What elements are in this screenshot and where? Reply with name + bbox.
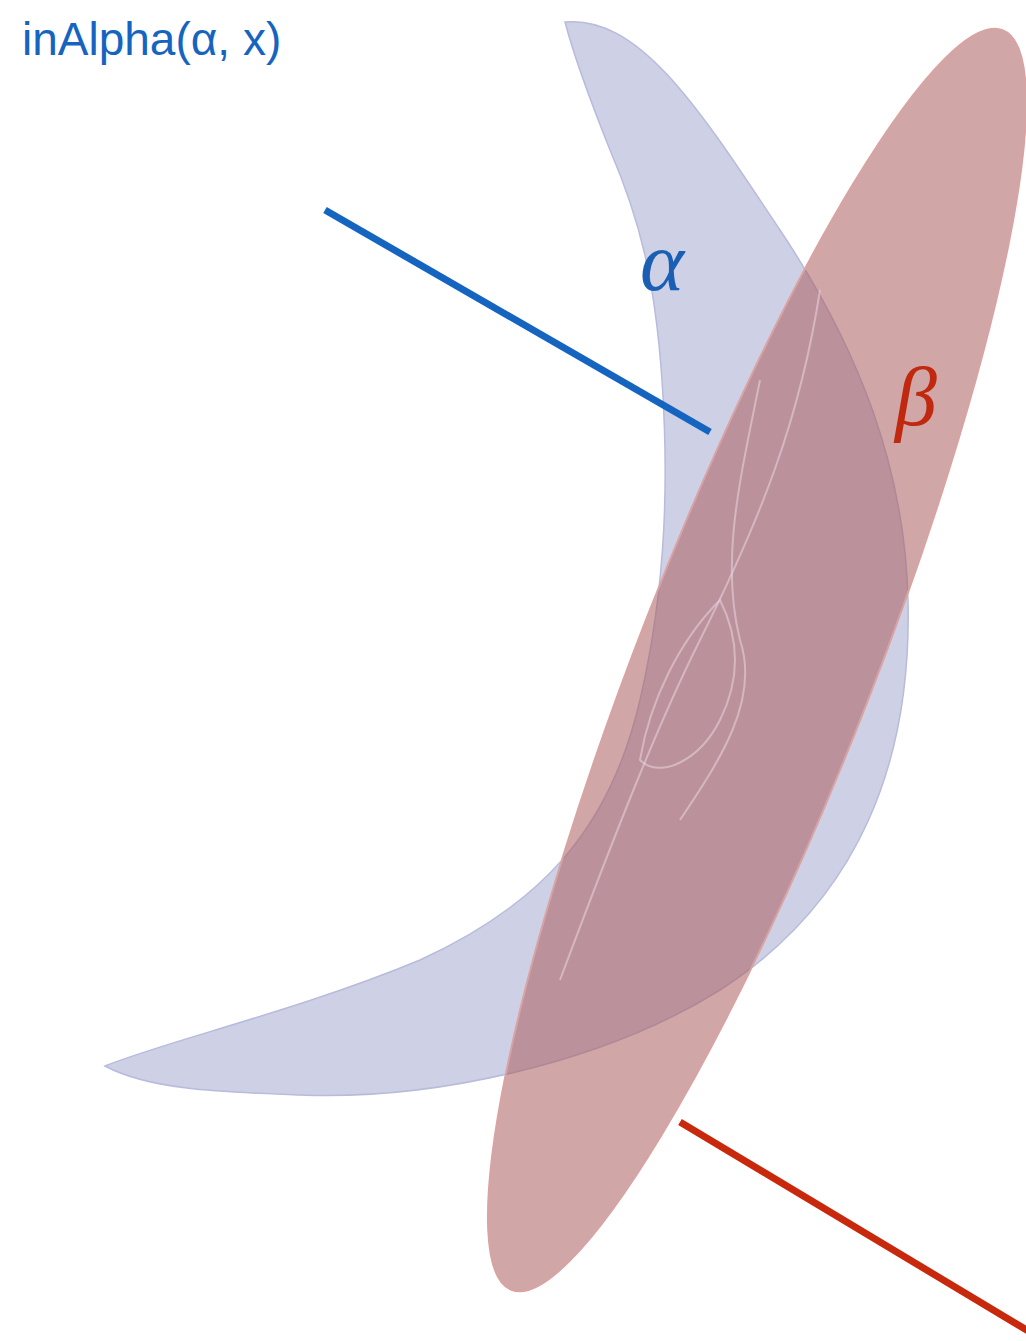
intersection-contour [680, 380, 760, 820]
ellipse-shape [495, 20, 1026, 1300]
alpha-leader-line [325, 210, 710, 432]
intersection-contour [640, 600, 735, 768]
beta-surface [402, 0, 1026, 1333]
beta-symbol: β [895, 355, 937, 439]
intersection-contour [560, 290, 820, 980]
callout-label: inAlpha(α, x) [22, 14, 281, 65]
beta-leader-line [680, 1122, 1026, 1332]
beta-region: β [495, 20, 1026, 1300]
alpha-symbol: α [640, 220, 684, 304]
